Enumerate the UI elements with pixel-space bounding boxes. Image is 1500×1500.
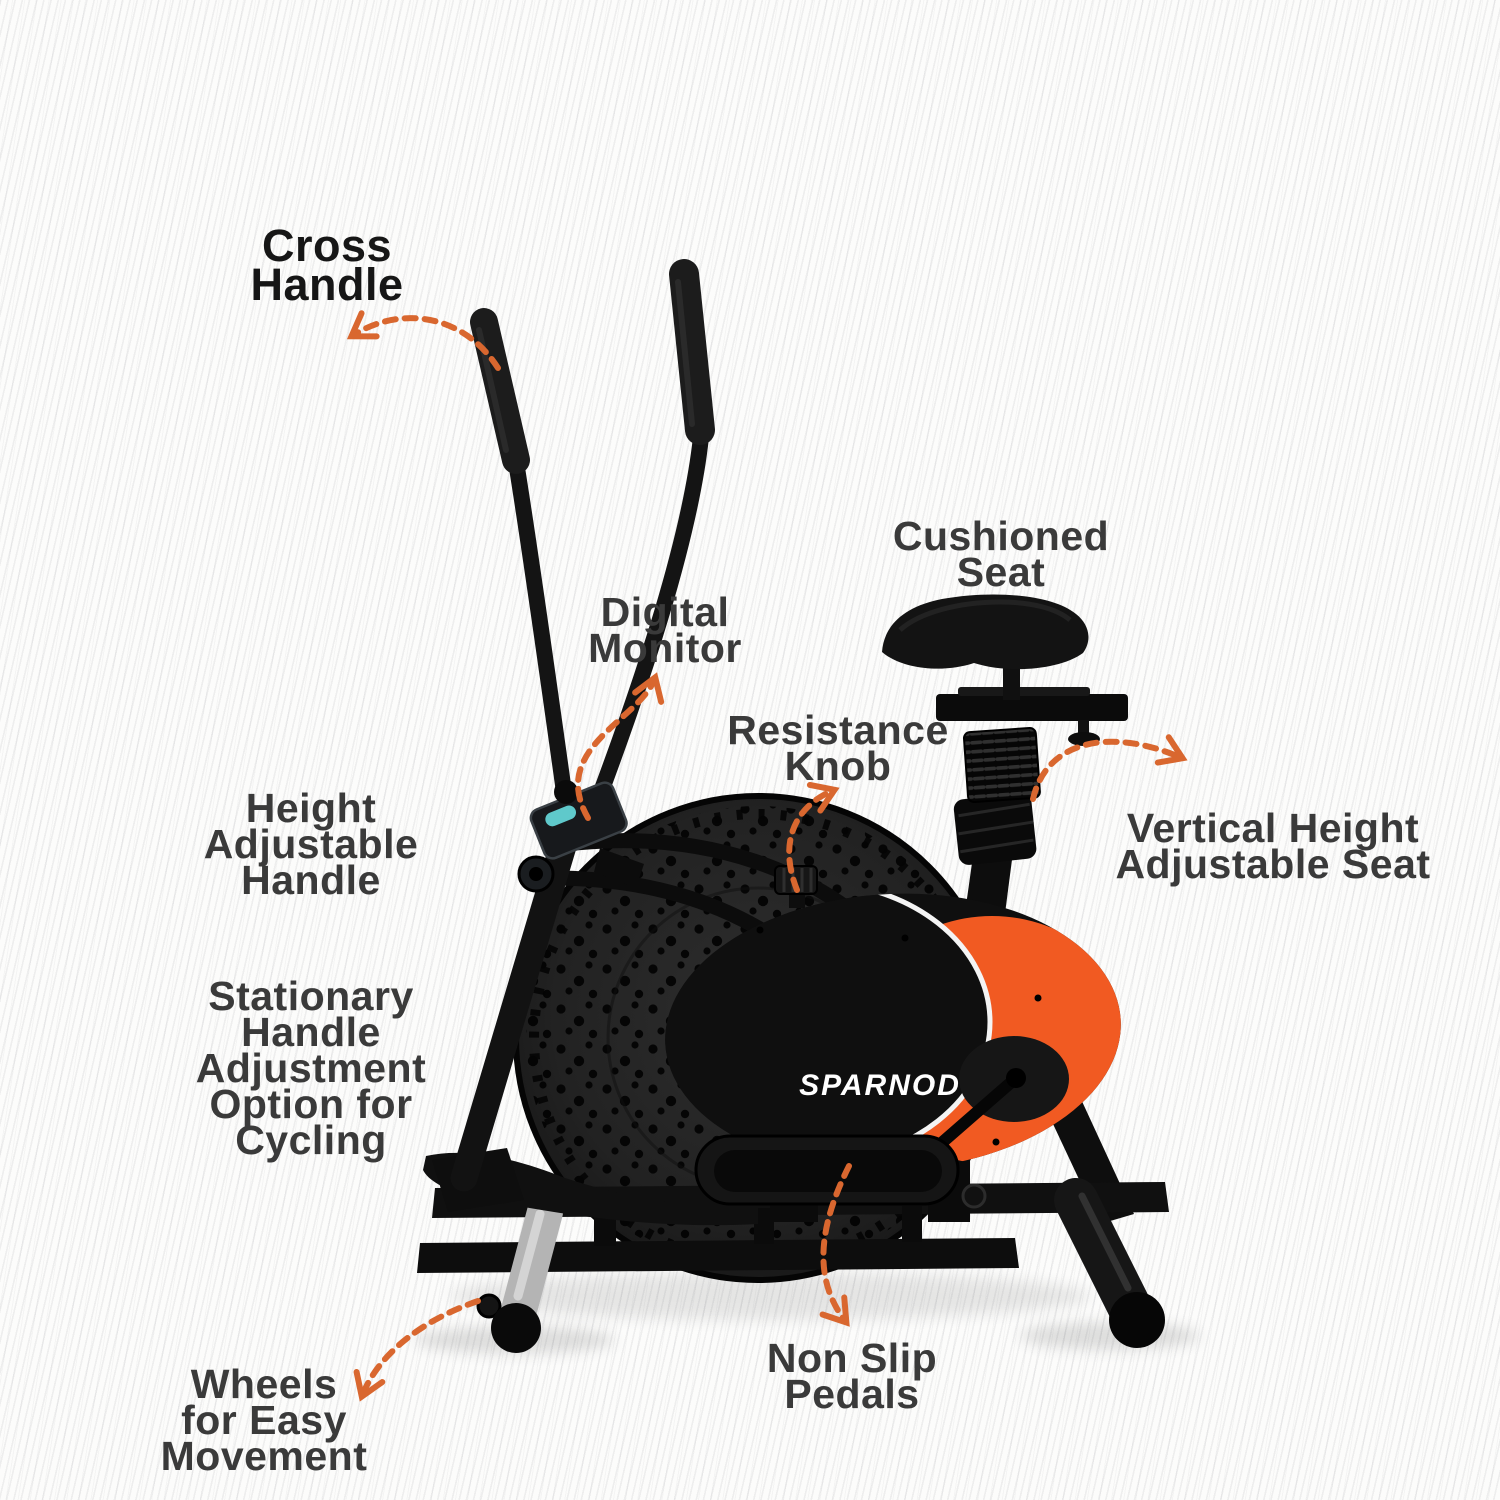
handle-mast [450, 822, 580, 1192]
label-wheels-easy-movement: Wheels for Easy Movement [160, 1361, 368, 1479]
arrow-wheels [353, 1298, 481, 1402]
label-non-slip-pedals: Non Slip Pedals [766, 1335, 938, 1417]
label-vertical-height-adjustable-seat: Vertical Height Adjustable Seat [1115, 805, 1431, 887]
rear-end-cap [1109, 1292, 1165, 1348]
arrow-vertical-seat [1030, 734, 1188, 802]
arrow-cross-handle [346, 310, 501, 371]
crank-hub [1006, 1068, 1026, 1088]
label-cross-handle: Cross Handle [250, 220, 404, 310]
floor-shadow [415, 1272, 1200, 1354]
tray-roller [961, 1183, 987, 1209]
transport-wheel-small [476, 1293, 502, 1319]
monitor-top-knob [554, 780, 578, 804]
body-cover: SPARNOD [658, 882, 1128, 1180]
resistance-knob-device [774, 865, 818, 908]
digital-monitor-device [517, 780, 644, 893]
arrow-resistance-knob [786, 781, 840, 893]
seat-saddle [882, 594, 1089, 670]
label-cushioned-seat: Cushioned Seat [892, 513, 1110, 595]
label-resistance-knob: Resistance Knob [727, 707, 949, 789]
arrow-non-slip-pedals [819, 1163, 852, 1327]
label-stationary-handle-adjustment: Stationary Handle Adjustment Option for … [195, 973, 427, 1163]
callout-arrows [346, 310, 1188, 1402]
handle-grip-left [470, 308, 530, 474]
handle-grip-right [669, 259, 715, 445]
brand-logo: SPARNOD [799, 1069, 961, 1102]
seat-assembly [882, 594, 1128, 952]
pedal-tray [694, 1134, 987, 1209]
handlebar-right [572, 259, 715, 838]
handlebar-left [470, 308, 579, 834]
transport-wheel-cap [491, 1303, 541, 1353]
monitor-screen [545, 805, 577, 827]
front-stabilizer [476, 1194, 563, 1353]
seat-spring [962, 726, 1041, 804]
label-height-adjustable-handle: Height Adjustable Handle [203, 785, 419, 903]
arrow-digital-monitor [575, 672, 665, 821]
seat-clamp-bar [936, 694, 1128, 721]
label-digital-monitor: Digital Monitor [588, 589, 742, 671]
rear-stabilizer [1054, 1178, 1165, 1348]
